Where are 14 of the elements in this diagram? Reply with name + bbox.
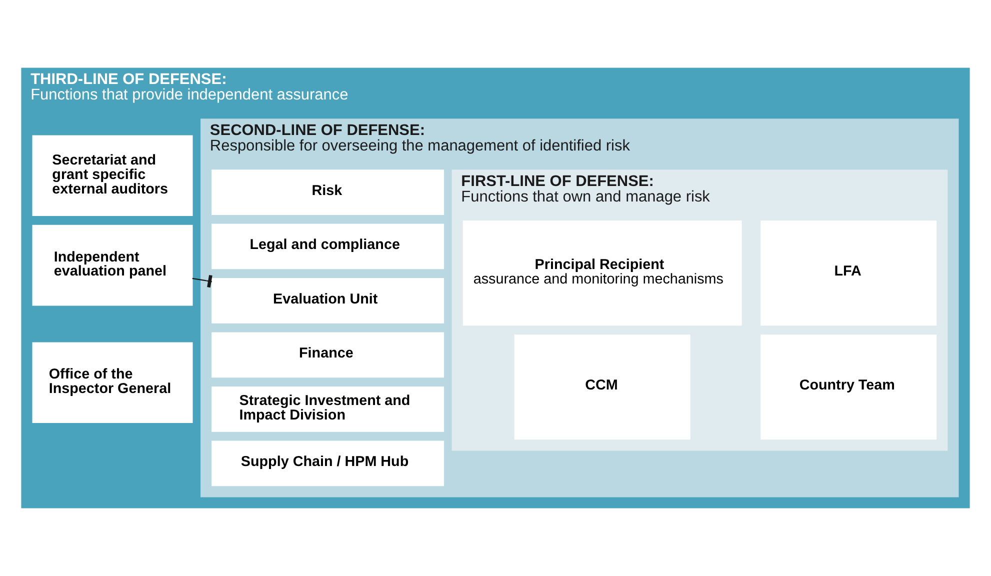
node-box: Risk (212, 170, 444, 215)
node-box: Secretariat and grant specific external auditors (32, 135, 193, 216)
node-box: Legal and compliance (212, 224, 444, 270)
node-box: Supply Chain / HPM Hub (212, 440, 444, 486)
node-box: Evaluation Unit (212, 278, 444, 324)
node-box: Office of the Inspector General (32, 342, 193, 424)
node-box: CCM (514, 334, 690, 440)
node-box: Country Team (760, 334, 937, 440)
node-box: LFA (760, 220, 937, 326)
connector (192, 275, 212, 288)
node-box: Strategic Investment and Impact Division (212, 386, 444, 432)
node-box: Finance (212, 332, 444, 378)
node-box: Independent evaluation panel (32, 224, 193, 306)
node-box: Principal Recipient assurance and monitoring mechanisms (462, 220, 742, 326)
